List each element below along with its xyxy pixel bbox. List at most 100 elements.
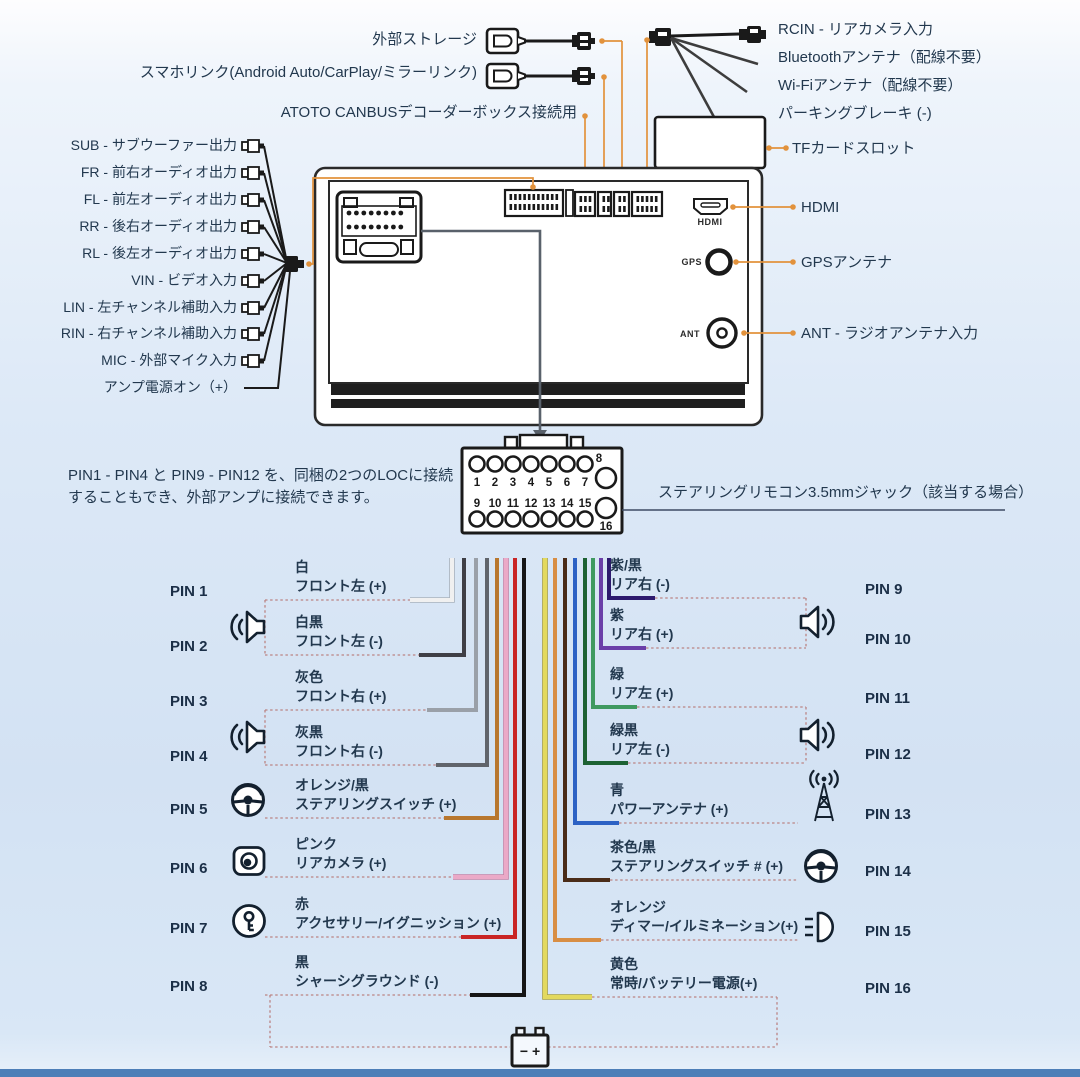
pin-label-12: PIN 12 bbox=[865, 746, 911, 763]
svg-text:12: 12 bbox=[525, 498, 538, 510]
label-rcin: RCIN - リアカメラ入力 bbox=[778, 21, 933, 38]
rca-label-7: LIN - 左チャンネル補助入力 bbox=[63, 299, 237, 315]
wire-color-14: 茶色/黒 bbox=[610, 839, 656, 855]
cable-plug-icon bbox=[572, 32, 595, 50]
rca-plug-icon bbox=[241, 139, 264, 153]
wire-function-16: 常時/バッテリー電源(+) bbox=[610, 975, 758, 991]
pin-label-8: PIN 8 bbox=[170, 978, 208, 995]
svg-text:− +: − + bbox=[520, 1043, 540, 1059]
pin-label-1: PIN 1 bbox=[170, 583, 208, 600]
pin-label-7: PIN 7 bbox=[170, 920, 208, 937]
label-wifi-antenna: Wi-Fiアンテナ（配線不要） bbox=[778, 77, 963, 94]
wire-function-9: リア右 (-) bbox=[610, 576, 670, 592]
wire-color-3: 灰色 bbox=[295, 669, 323, 685]
note-line-2: することもでき、外部アンプに接続できます。 bbox=[68, 489, 379, 506]
wire-color-5: オレンジ/黒 bbox=[295, 777, 369, 793]
rcin-plug-icon bbox=[739, 26, 766, 43]
rca-label-3: FL - 前左オーディオ出力 bbox=[83, 191, 237, 207]
wire-color-1: 白 bbox=[295, 559, 309, 575]
wire-function-3: フロント右 (+) bbox=[295, 688, 387, 704]
label-gps-antenna: GPSアンテナ bbox=[801, 254, 893, 271]
pin-label-9: PIN 9 bbox=[865, 581, 903, 598]
wire-function-10: リア右 (+) bbox=[610, 626, 674, 642]
svg-text:11: 11 bbox=[507, 498, 520, 510]
svg-text:1: 1 bbox=[474, 477, 481, 489]
wire-color-6: ピンク bbox=[295, 836, 337, 852]
wire-function-2: フロント左 (-) bbox=[295, 633, 383, 649]
note-line-1: PIN1 - PIN4 と PIN9 - PIN12 を、同梱の2つのLOCに接… bbox=[68, 467, 454, 484]
tf-card-slot-box bbox=[653, 115, 767, 170]
headlight-icon bbox=[805, 911, 835, 943]
rca-plug-icon bbox=[241, 274, 264, 288]
usb-connector-icon bbox=[485, 62, 526, 90]
steering-wheel-icon bbox=[231, 783, 265, 817]
wire-color-4: 灰黒 bbox=[295, 724, 323, 740]
wire-function-1: フロント左 (+) bbox=[295, 578, 387, 594]
label-tf-card-slot: TFカードスロット bbox=[792, 140, 916, 157]
wire-color-11: 緑 bbox=[610, 666, 624, 682]
ant-port-icon bbox=[706, 317, 738, 349]
rca-label-4: RR - 後右オーディオ出力 bbox=[79, 218, 237, 234]
svg-text:10: 10 bbox=[489, 498, 502, 510]
socket-usb1 bbox=[612, 190, 631, 218]
steering-wheel-icon bbox=[804, 849, 838, 883]
antenna-icon bbox=[809, 769, 839, 822]
gps-port-icon bbox=[705, 248, 733, 276]
battery-icon: − + bbox=[510, 1026, 550, 1068]
rca-label-10: アンプ電源オン（+） bbox=[103, 379, 237, 395]
svg-text:16: 16 bbox=[600, 521, 613, 533]
svg-text:4: 4 bbox=[528, 477, 535, 489]
wire-function-4: フロント右 (-) bbox=[295, 743, 383, 759]
usb-connector-icon bbox=[485, 27, 526, 55]
ignition-key-icon bbox=[232, 904, 266, 938]
speaker-icon bbox=[230, 610, 266, 644]
pin-label-3: PIN 3 bbox=[170, 693, 208, 710]
rca-label-1: SUB - サブウーファー出力 bbox=[70, 137, 237, 153]
bottom-edge-bar bbox=[0, 1069, 1080, 1077]
main-harness-socket bbox=[503, 188, 565, 218]
wire-function-11: リア左 (+) bbox=[610, 685, 674, 701]
label-steering-remote-jack: ステアリングリモコン3.5mmジャック（該当する場合） bbox=[658, 484, 1034, 501]
wire-color-2: 白黒 bbox=[295, 614, 323, 630]
label-smartphone-link: スマホリンク(Android Auto/CarPlay/ミラーリンク) bbox=[139, 64, 477, 81]
pin-label-14: PIN 14 bbox=[865, 863, 911, 880]
svg-text:5: 5 bbox=[546, 477, 553, 489]
svg-text:3: 3 bbox=[510, 477, 516, 489]
wire-color-12: 緑黒 bbox=[610, 722, 638, 738]
hdmi-port-icon bbox=[693, 198, 728, 215]
speaker-icon bbox=[799, 718, 835, 752]
pin-label-16: PIN 16 bbox=[865, 980, 911, 997]
socket-camera-harness bbox=[630, 190, 664, 218]
svg-text:2: 2 bbox=[492, 477, 498, 489]
pin-label-2: PIN 2 bbox=[170, 638, 208, 655]
socket-usb2 bbox=[596, 190, 613, 218]
pin-label-13: PIN 13 bbox=[865, 806, 911, 823]
label-parking-brake: パーキングブレーキ (-) bbox=[778, 105, 932, 122]
wire-color-10: 紫 bbox=[610, 607, 624, 623]
rca-label-8: RIN - 右チャンネル補助入力 bbox=[60, 325, 237, 341]
svg-text:8: 8 bbox=[596, 453, 603, 465]
rear-camera-icon bbox=[232, 846, 266, 876]
wire-function-13: パワーアンテナ (+) bbox=[610, 801, 729, 817]
speaker-icon bbox=[230, 720, 266, 754]
wire-function-7: アクセサリー/イグニッション (+) bbox=[295, 915, 502, 931]
wire-function-14: ステアリングスイッチ # (+) bbox=[610, 858, 784, 874]
label-canbus-decoder: ATOTO CANBUSデコーダーボックス接続用 bbox=[280, 104, 577, 121]
wire-function-15: ディマー/イルミネーション(+) bbox=[610, 918, 799, 934]
rca-plug-icon bbox=[241, 166, 264, 180]
rca-plug-icon bbox=[241, 327, 264, 341]
cable-plug-icon bbox=[572, 67, 595, 85]
rca-label-2: FR - 前右オーディオ出力 bbox=[80, 164, 237, 180]
svg-text:14: 14 bbox=[561, 498, 574, 510]
rca-label-5: RL - 後左オーディオ出力 bbox=[82, 245, 237, 261]
svg-text:7: 7 bbox=[582, 477, 588, 489]
wire-function-8: シャーシグラウンド (-) bbox=[295, 973, 439, 989]
pin-label-11: PIN 11 bbox=[865, 690, 911, 707]
svg-text:9: 9 bbox=[474, 498, 480, 510]
wire-color-8: 黒 bbox=[295, 954, 309, 970]
wire-color-13: 青 bbox=[610, 782, 624, 798]
wire-function-5: ステアリングスイッチ (+) bbox=[295, 796, 457, 812]
pin-label-10: PIN 10 bbox=[865, 631, 911, 648]
